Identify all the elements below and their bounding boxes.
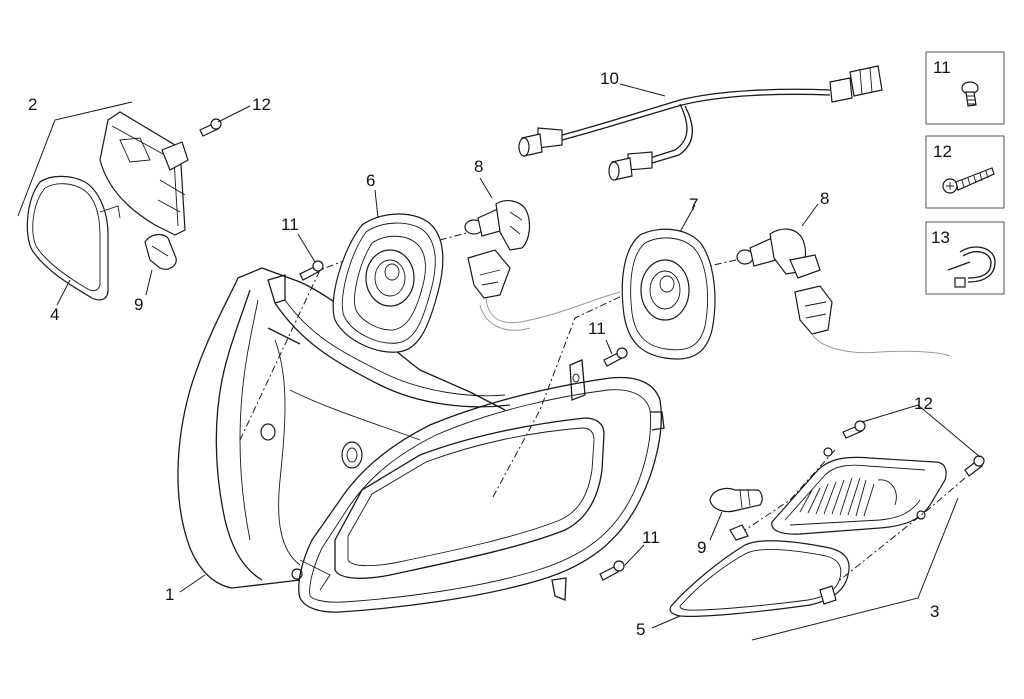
headlight-assembly: [177, 231, 746, 613]
legend-box-11: 11: [925, 51, 1005, 125]
headlight-bulb-left: [464, 200, 621, 331]
wiring-harness: [518, 65, 883, 181]
turn-signal-left: [26, 111, 222, 301]
callout-12-left: 12: [252, 95, 271, 114]
callout-1: 1: [165, 585, 174, 604]
callout-5: 5: [636, 620, 645, 639]
turn-signal-right: [669, 420, 985, 617]
hardware-legend: 11 12 13: [925, 51, 1005, 295]
self-tapping-screw-icon: [942, 167, 995, 194]
callout-6: 6: [366, 171, 375, 190]
legend-label-11: 11: [933, 58, 951, 77]
legend-label-12: 12: [933, 142, 952, 161]
cable-tie-icon: [947, 246, 996, 288]
callout-11-top: 11: [281, 215, 299, 234]
callout-8-left: 8: [474, 157, 483, 176]
leader-lines: [17, 83, 981, 641]
legend-label-13: 13: [931, 228, 950, 247]
legend-box-12: 12: [925, 135, 1005, 209]
screw-icon: [961, 81, 979, 107]
headlight-bulb-right: [736, 228, 951, 357]
callout-11-bottom: 11: [642, 528, 660, 547]
callout-12-right: 12: [914, 394, 933, 413]
callout-11-mid: 11: [588, 319, 606, 338]
callout-7: 7: [689, 195, 698, 214]
dust-cover-right: [621, 228, 716, 360]
screw-11-bottom: [599, 560, 625, 581]
callout-labels: 2 12 4 9 1 6 8 10 7 8 11 11 11 12 9 5 3: [28, 69, 939, 639]
callout-2: 2: [28, 95, 37, 114]
dust-cover-left: [332, 213, 444, 353]
callout-10: 10: [600, 69, 619, 88]
callout-9-right: 9: [697, 538, 706, 557]
callout-3: 3: [930, 602, 939, 621]
legend-box-13: 13: [925, 221, 1005, 295]
screw-11-top: [299, 260, 324, 281]
callout-8-right: 8: [820, 189, 829, 208]
callout-9-left: 9: [134, 295, 143, 314]
screw-11-mid: [603, 347, 628, 367]
callout-4: 4: [50, 305, 59, 324]
